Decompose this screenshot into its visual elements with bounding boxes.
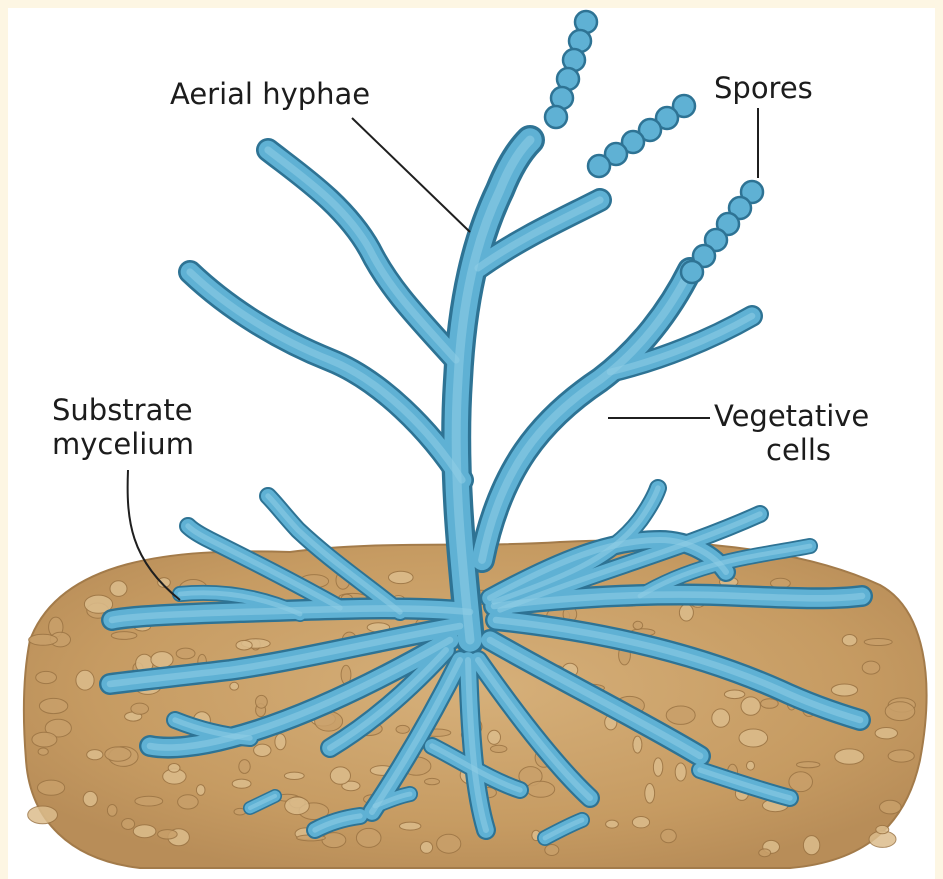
spore-chains (545, 11, 763, 283)
soil-pebble (875, 728, 897, 739)
soil-pebble (87, 750, 103, 760)
soil-pebble (400, 822, 421, 830)
soil-pebble (133, 825, 156, 838)
soil-pebble (491, 745, 507, 752)
soil-pebble (545, 845, 559, 856)
soil-pebble (803, 836, 819, 855)
soil-pebble (632, 817, 649, 828)
soil-pebble (275, 734, 286, 750)
soil-pebble (285, 797, 310, 815)
soil-pebble (330, 767, 350, 784)
soil-pebble (864, 639, 892, 646)
soil-pebble (107, 805, 117, 817)
soil-pebble (83, 791, 97, 806)
soil-pebble (675, 763, 686, 781)
soil-pebble (633, 736, 642, 753)
soil-pebble (679, 604, 693, 621)
soil-pebble (236, 640, 252, 650)
soil-pebble (831, 684, 857, 696)
label-substrate-line1: Substrate (52, 393, 193, 427)
soil-pebble (724, 690, 744, 699)
soil-pebble (741, 697, 760, 715)
soil-pebble (111, 632, 137, 640)
soil-pebble (32, 732, 57, 747)
soil-pebble (39, 698, 67, 713)
soil-pebble (425, 778, 440, 784)
soil-pebble (862, 661, 880, 674)
soil-pebble (885, 702, 915, 721)
soil-pebble (527, 781, 555, 797)
soil-pebble (396, 725, 409, 733)
hypha-segment (482, 270, 690, 560)
soil-pebble (356, 828, 381, 847)
leader-aerial-hyphae (352, 118, 470, 232)
soil-pebble (284, 772, 304, 779)
soil-pebble (239, 760, 250, 774)
soil-pebble (38, 748, 48, 755)
soil-pebble (759, 849, 771, 857)
soil-pebble (437, 834, 461, 853)
soil-pebble (789, 772, 813, 792)
soil-pebble (888, 750, 914, 762)
soil-pebble (645, 784, 655, 804)
soil-pebble (488, 730, 501, 744)
soil-pebble (232, 779, 251, 788)
soil-pebble (712, 709, 730, 727)
soil-pebble (761, 699, 779, 709)
label-aerial-hyphae: Aerial hyphae (170, 77, 370, 111)
soil-pebble (28, 806, 58, 824)
soil-pebble (653, 758, 662, 776)
label-spores: Spores (714, 71, 813, 105)
label-substrate-line2: mycelium (52, 427, 194, 461)
soil-pebble (158, 830, 178, 839)
soil-pebble (151, 652, 173, 668)
soil-pebble (230, 682, 239, 690)
soil-pebble (122, 819, 135, 830)
soil-pebble (135, 796, 163, 806)
soil-pebble (76, 670, 94, 690)
soil-pebble (661, 829, 677, 842)
spore (588, 155, 610, 177)
soil-pebble (322, 833, 346, 848)
soil-pebble (110, 581, 127, 597)
soil-pebble (606, 820, 619, 828)
spore (681, 261, 703, 283)
spore (545, 106, 567, 128)
soil-pebble (420, 842, 432, 854)
soil-pebble (178, 795, 199, 809)
soil-pebble (254, 744, 271, 756)
soil-pebble (105, 747, 131, 761)
soil-pebble (797, 762, 820, 768)
soil-pebble (747, 761, 755, 770)
soil-pebble (196, 785, 205, 796)
soil-pebble (835, 749, 864, 764)
soil-pebble (168, 764, 180, 773)
soil-pebble (842, 635, 857, 646)
soil-pebble (38, 780, 65, 795)
soil-pebble (633, 621, 643, 629)
soil-pebble (876, 825, 889, 833)
soil-pebble (176, 648, 195, 659)
soil-pebble (131, 703, 149, 714)
soil-pebble (36, 671, 57, 683)
soil-pebble (880, 800, 902, 814)
soil-pebble (389, 571, 414, 583)
label-vegetative-line1: Vegetative (714, 399, 869, 433)
soil-pebble (666, 706, 695, 724)
soil-pebble (256, 695, 268, 708)
label-vegetative-line2: cells (766, 433, 831, 467)
soil-pebble (29, 634, 58, 645)
soil-pebble (739, 729, 768, 747)
